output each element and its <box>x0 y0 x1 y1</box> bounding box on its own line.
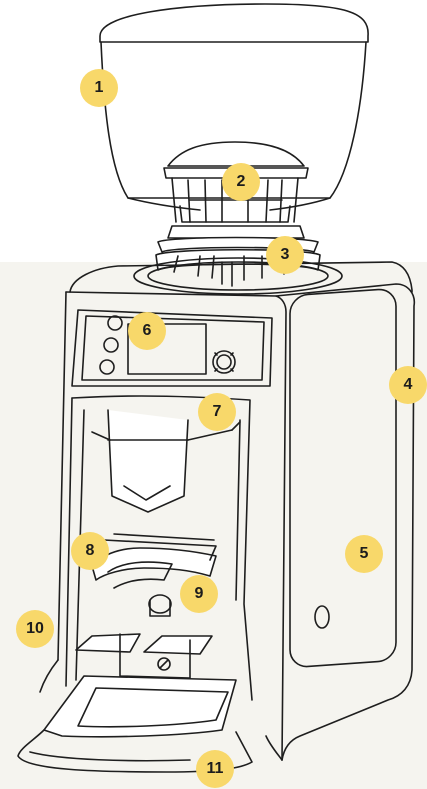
side-port <box>315 606 329 628</box>
callout-2: 2 <box>222 163 260 201</box>
grind-collar <box>134 226 342 294</box>
callout-11: 11 <box>196 750 234 788</box>
callout-9: 9 <box>180 575 218 613</box>
callout-10: 10 <box>16 610 54 648</box>
callout-8: 8 <box>71 532 109 570</box>
callout-6: 6 <box>128 312 166 350</box>
callout-7: 7 <box>198 393 236 431</box>
fork-rests <box>76 634 212 678</box>
callout-4: 4 <box>389 366 427 404</box>
activation-button <box>149 595 171 613</box>
callout-5: 5 <box>345 535 383 573</box>
control-button-2 <box>104 338 118 352</box>
callout-1: 1 <box>80 69 118 107</box>
control-button-3 <box>100 360 114 374</box>
control-button-1 <box>108 316 122 330</box>
control-panel <box>72 310 272 386</box>
side-panel <box>290 288 396 667</box>
callout-3: 3 <box>266 236 304 274</box>
